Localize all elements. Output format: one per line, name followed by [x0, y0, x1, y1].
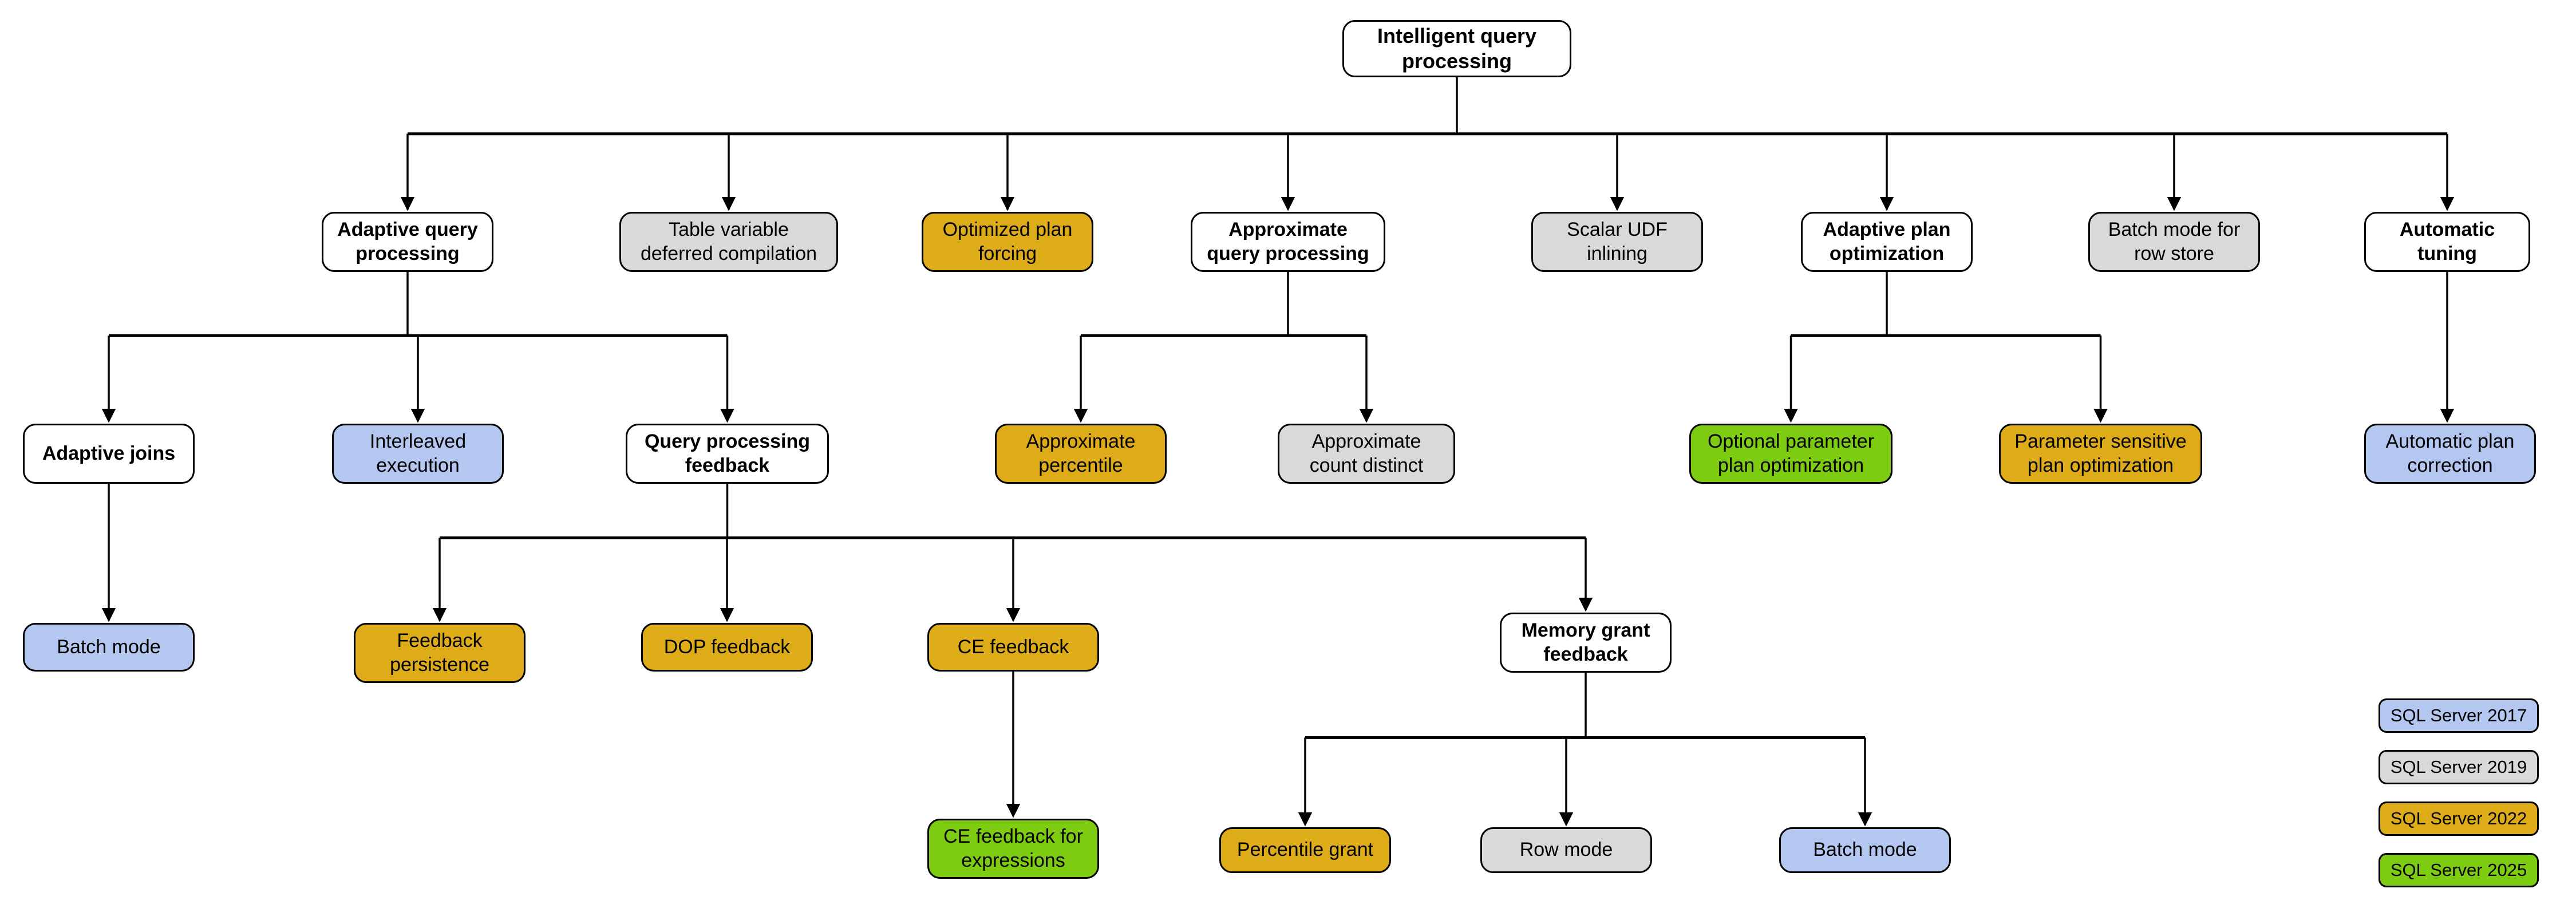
legend-item-sql-server-2017: SQL Server 2017 [2379, 698, 2539, 733]
node-label: CE feedback [957, 635, 1069, 658]
node-pgrant[interactable]: Percentile grant [1219, 827, 1391, 873]
node-bmode2[interactable]: Batch mode [1779, 827, 1951, 873]
node-label: Row mode [1519, 839, 1613, 861]
legend-item-label: SQL Server 2025 [2390, 860, 2527, 880]
legend-item-sql-server-2022: SQL Server 2022 [2379, 802, 2539, 836]
node-label: Batch mode [57, 635, 161, 658]
legend-item-label: SQL Server 2019 [2390, 757, 2527, 777]
node-label: Percentile grant [1236, 839, 1374, 861]
legend-item-sql-server-2025: SQL Server 2025 [2379, 853, 2539, 887]
legend-item-label: SQL Server 2022 [2390, 808, 2527, 828]
node-dopfb[interactable]: DOP feedback [641, 623, 813, 672]
legend-item-sql-server-2019: SQL Server 2019 [2379, 750, 2539, 784]
legend-item-label: SQL Server 2017 [2390, 705, 2527, 725]
node-label: DOP feedback [663, 635, 791, 658]
node-cefb[interactable]: CE feedback [927, 623, 1099, 672]
node-rowmode[interactable]: Row mode [1480, 827, 1652, 873]
node-label: Batch mode [1813, 839, 1917, 861]
node-ajoins[interactable]: Adaptive joins [23, 424, 195, 484]
node-label: Adaptive joins [42, 442, 176, 464]
node-bmode1[interactable]: Batch mode [23, 623, 195, 672]
